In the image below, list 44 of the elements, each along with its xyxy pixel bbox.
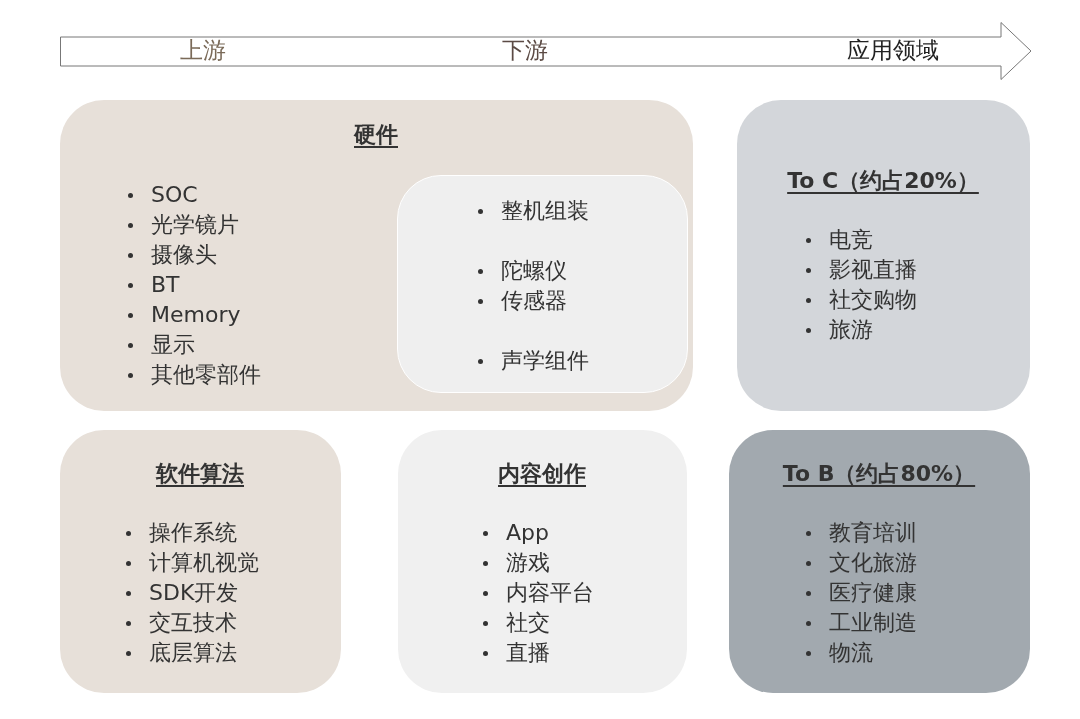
- box-heading: To C（约占20%）: [787, 167, 979, 195]
- rounded-box: [60, 100, 693, 411]
- bullet-item: 交互技术: [126, 608, 237, 638]
- bullet-item: App: [483, 518, 549, 548]
- bullet-item: 陀螺仪: [478, 256, 567, 286]
- bullet-item: 光学镜片: [128, 210, 239, 240]
- stage-label: 上游: [180, 36, 226, 65]
- bullet-item: 内容平台: [483, 578, 594, 608]
- stage-label: 下游: [502, 36, 548, 65]
- box-heading: To B（约占80%）: [782, 460, 976, 488]
- box-heading: 硬件: [354, 121, 398, 149]
- bullet-item: 计算机视觉: [126, 548, 259, 578]
- bullet-item: 游戏: [483, 548, 550, 578]
- bullet-item: 影视直播: [806, 255, 917, 285]
- bullet-item: 物流: [806, 638, 873, 668]
- rounded-box: [737, 100, 1030, 411]
- bullet-item: 其他零部件: [128, 360, 261, 390]
- bullet-item: 声学组件: [478, 346, 589, 376]
- bullet-item: 底层算法: [126, 638, 237, 668]
- bullet-item: 文化旅游: [806, 548, 917, 578]
- bullet-item: 显示: [128, 330, 195, 360]
- rounded-box: [397, 175, 688, 393]
- rounded-box: [729, 430, 1030, 693]
- bullet-item: SDK开发: [126, 578, 239, 608]
- box-heading: 内容创作: [498, 460, 586, 488]
- rounded-box: [60, 430, 341, 693]
- bullet-item: 社交购物: [806, 285, 917, 315]
- bullet-item: 整机组装: [478, 196, 589, 226]
- bullet-item: 旅游: [806, 315, 873, 345]
- bullet-item: 操作系统: [126, 518, 237, 548]
- bullet-item: 工业制造: [806, 608, 917, 638]
- box-heading: 软件算法: [156, 460, 244, 488]
- bullet-item: 直播: [483, 638, 550, 668]
- rounded-box: [398, 430, 687, 693]
- bullet-item: SOC: [128, 180, 198, 210]
- bullet-item: Memory: [128, 300, 241, 330]
- stage-label: 应用领域: [847, 36, 939, 65]
- bullet-item: BT: [128, 270, 180, 300]
- bullet-item: 电竞: [806, 225, 873, 255]
- bullet-item: 传感器: [478, 286, 567, 316]
- bullet-item: 社交: [483, 608, 550, 638]
- bullet-item: 摄像头: [128, 240, 217, 270]
- bullet-item: 医疗健康: [806, 578, 917, 608]
- bullet-item: 教育培训: [806, 518, 917, 548]
